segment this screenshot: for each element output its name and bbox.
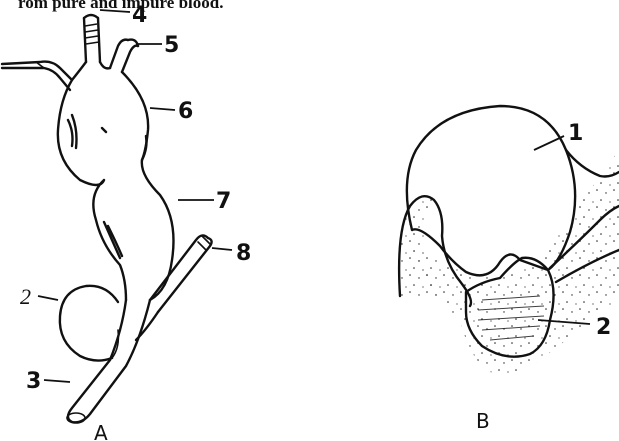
figure-b-label-2: 2	[596, 315, 611, 340]
figure-a-shading	[68, 115, 122, 258]
figure-a-label-4: 4	[132, 3, 147, 28]
figure-b-label-1: 1	[568, 121, 583, 146]
figure-a-panel-label: A	[94, 421, 108, 441]
figure-a-label-7: 7	[216, 189, 231, 214]
figure-a-stem-3	[68, 300, 150, 422]
figure-a-label-3: 3	[26, 369, 41, 394]
figure-a-label-2: 2	[20, 284, 31, 309]
figure-a-heart	[2, 10, 232, 423]
figure-a-heart-outline	[58, 62, 174, 300]
figure-b-panel-label: B	[476, 409, 490, 433]
figure-a-sac-2	[60, 286, 118, 361]
figure-b-heart	[399, 106, 619, 374]
figure-a-label-8: 8	[236, 241, 251, 266]
figure-a-vessel-5	[110, 40, 138, 72]
figure-a-label-5: 5	[164, 33, 179, 58]
figure-a-left-vessel	[2, 62, 72, 90]
figure-a-label-6: 6	[178, 99, 193, 124]
